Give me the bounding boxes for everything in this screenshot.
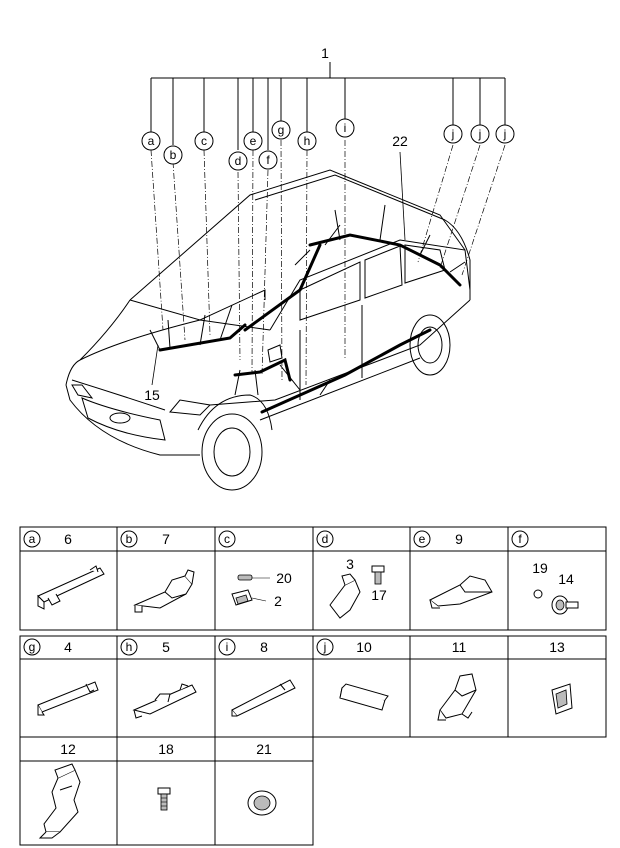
callout-c-letter: c [201,134,207,148]
cell-h-header: h 5 [120,638,170,656]
cell-18-part: 18 [158,741,174,757]
callout-i-letter: i [344,121,347,135]
assembly-bracket [150,62,506,150]
wiring-harness-vehicle-diagram: 1 a b c d e f g h i j j j [65,45,515,491]
callout-f: f [258,150,278,170]
callout-j-3: j [495,124,515,144]
rear-harness-label: 22 [392,133,408,149]
part-8-bracket-drawing [231,679,296,717]
cell-e-header: e 9 [413,530,463,548]
front-harness-label: 15 [144,387,160,403]
part-3-label: 3 [346,556,354,572]
callout-h: h [297,131,317,151]
part-7-bracket-drawing [133,569,195,613]
callout-j2-letter: j [478,127,482,141]
part-9-bracket-drawing [429,575,493,609]
part-19-label: 19 [532,560,548,576]
callout-c: c [194,131,214,151]
part-21-grommet-drawing [247,790,277,816]
part-4-bracket-drawing [37,681,99,716]
cell-13-part: 13 [549,639,565,655]
cell-a-letter: a [29,532,36,546]
part-14-label: 14 [558,571,574,587]
cell-j-header: j 10 [316,638,372,656]
part-14-grommet-drawing [551,595,579,615]
part-13-plate-drawing [551,683,573,715]
callout-b-letter: b [170,148,177,162]
callout-j-1: j [443,124,463,144]
part-20-drawing [237,574,253,581]
cell-e-part: 9 [455,531,463,547]
callout-g: g [271,120,291,140]
part-12-bracket-drawing [38,763,81,839]
cell-c-header: c [218,530,236,548]
vehicle-body [65,169,471,491]
callout-a-letter: a [148,134,155,148]
callout-d: d [228,151,248,171]
table-grid [19,526,607,846]
callout-d-letter: d [235,154,242,168]
cell-b-header: b 7 [120,530,170,548]
callout-e: e [243,131,263,151]
cell-i-header: i 8 [218,638,268,656]
cell-f-letter: f [518,532,522,546]
wiring-harness [158,233,462,414]
cell-g-part: 4 [64,639,72,655]
callout-a: a [141,131,161,151]
cell-g-header: g 4 [23,638,72,656]
part-2-label: 2 [274,593,282,609]
part-2-clip-drawing [231,589,253,606]
wiring-harness-branches [149,204,466,396]
cell-f-header: f [511,530,529,548]
cell-e-letter: e [419,532,426,546]
cell-i-letter: i [226,640,229,654]
callout-b: b [163,145,183,165]
cell-j-part: 10 [356,639,372,655]
callout-g-letter: g [278,123,285,137]
cell-a-header: a 6 [23,530,72,548]
assembly-number: 1 [321,45,329,61]
part-3-cover-drawing [329,573,361,619]
part-17-screw-drawing [371,565,385,585]
cell-d-header: d [316,530,334,548]
callout-j1-letter: j [451,127,455,141]
cell-j-letter: j [323,640,327,654]
cell-b-part: 7 [162,531,170,547]
cell-12-part: 12 [60,741,76,757]
part-18-bolt-drawing [157,787,171,811]
cell-h-part: 5 [162,639,170,655]
part-5-bracket-drawing [132,683,197,719]
cell-g-letter: g [29,640,36,654]
part-20-label: 20 [276,570,292,586]
cell-h-letter: h [126,640,133,654]
cell-i-part: 8 [260,639,268,655]
part-11-bracket-drawing [437,673,477,721]
callout-i: i [335,118,355,138]
callout-h-letter: h [304,134,311,148]
part-6-bracket-drawing [37,565,105,610]
callout-j-2: j [470,124,490,144]
callout-j3-letter: j [503,127,507,141]
cell-a-part: 6 [64,531,72,547]
callout-e-letter: e [250,134,257,148]
cell-d-letter: d [322,532,329,546]
cell-11-part: 11 [452,639,467,655]
cell-21-part: 21 [256,741,272,757]
part-19-nut-drawing [533,589,543,599]
cell-b-letter: b [126,532,133,546]
cell-c-letter: c [224,532,230,546]
part-10-bracket-drawing [339,683,389,711]
callout-f-letter: f [266,153,270,167]
part-17-label: 17 [371,587,387,603]
